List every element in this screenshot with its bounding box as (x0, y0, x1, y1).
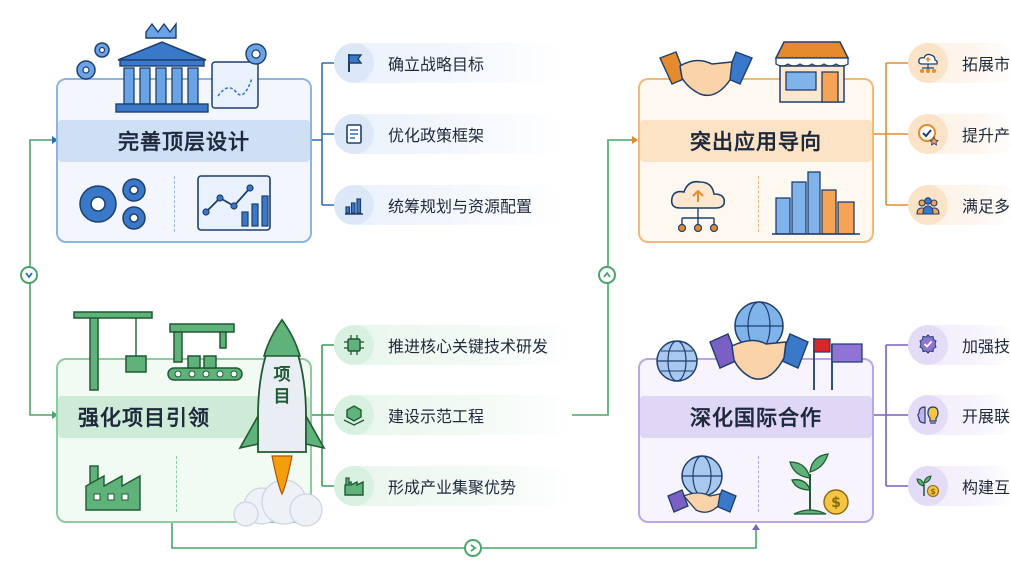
flags-icon (808, 334, 868, 396)
list-item: 拓展市 (908, 43, 1011, 83)
globe-icon (654, 338, 700, 388)
bar-chart-icon (334, 185, 374, 225)
up-arrow-badge (598, 266, 616, 284)
item-label: 优化政策框架 (388, 126, 485, 145)
list-item: 优化政策框架 (334, 114, 564, 154)
item-label: 形成产业集聚优势 (388, 478, 517, 497)
list-item: 形成产业集聚优势 (334, 466, 574, 506)
storefront-icon (772, 38, 852, 110)
government-building-icon (68, 21, 268, 118)
handshake-icon (656, 44, 756, 110)
line-chart-board-icon (196, 172, 276, 238)
people-group-icon (908, 185, 948, 225)
globe-handshake-large-icon (704, 298, 814, 394)
divider (758, 456, 759, 512)
item-label: 拓展市 (962, 55, 1011, 74)
rocket-icon: 项目 (222, 316, 332, 528)
cloud-network-icon (908, 43, 948, 83)
item-label: 统筹规划与资源配置 (388, 197, 533, 216)
card-application-oriented: 突出应用导向 (638, 78, 874, 243)
factory-building-icon (82, 452, 152, 518)
svg-text:$: $ (930, 487, 936, 496)
card-title: 深化国际合作 (640, 396, 872, 438)
card-title: 完善顶层设计 (58, 120, 310, 162)
item-label: 加强技 (962, 337, 1011, 356)
chip-icon (334, 325, 374, 365)
item-label: 开展联 (962, 407, 1011, 426)
item-label: 满足多 (962, 197, 1011, 216)
list-item: 推进核心关键技术研发 (334, 325, 574, 365)
divider (176, 456, 177, 512)
list-item: 开展联 (908, 395, 1011, 435)
list-item: 满足多 (908, 185, 1011, 225)
item-label: 确立战略目标 (388, 55, 485, 74)
badge-check-icon (908, 114, 948, 154)
item-label: 提升产 (962, 126, 1011, 145)
cube-platform-icon (334, 395, 374, 435)
list-item: $ 构建互 (908, 466, 1011, 506)
plant-coin-icon: $ (780, 450, 856, 522)
factory-icon (334, 466, 374, 506)
list-item: 确立战略目标 (334, 43, 564, 83)
globe-handshake-icon (662, 452, 742, 522)
cloud-network-icon (666, 172, 732, 240)
rocket-label: 项目 (273, 365, 291, 407)
construction-crane-icon (70, 306, 250, 396)
list-item: 提升产 (908, 114, 1011, 154)
city-skyline-icon (770, 168, 862, 240)
list-item: 统筹规划与资源配置 (334, 185, 564, 225)
list-item: 加强技 (908, 325, 1011, 365)
brain-bulb-icon (908, 395, 948, 435)
divider (758, 176, 759, 232)
down-arrow-badge (20, 266, 38, 284)
gears-icon (72, 174, 162, 240)
plant-coin-icon: $ (908, 466, 948, 506)
item-label: 建设示范工程 (388, 407, 485, 426)
card-international-cooperation: 深化国际合作 $ (638, 358, 874, 523)
divider (174, 176, 175, 232)
right-arrow-badge (464, 539, 482, 557)
item-label: 构建互 (962, 478, 1011, 497)
medal-icon (908, 325, 948, 365)
card-title: 突出应用导向 (640, 120, 872, 162)
list-item: 建设示范工程 (334, 395, 574, 435)
svg-text:$: $ (831, 495, 841, 511)
item-label: 推进核心关键技术研发 (388, 337, 549, 356)
flag-icon (334, 43, 374, 83)
document-icon (334, 114, 374, 154)
